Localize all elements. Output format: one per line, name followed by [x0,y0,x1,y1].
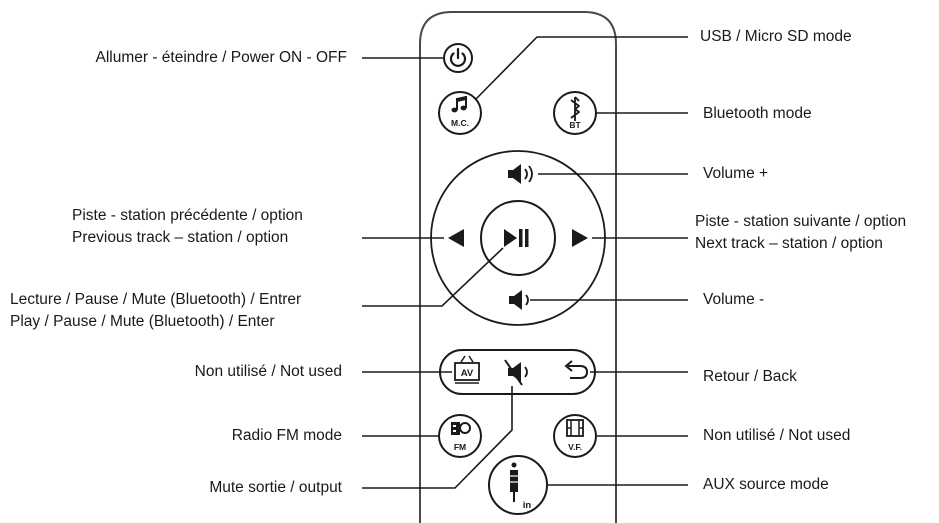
label-previous-en: Previous track – station / option [72,229,289,246]
label-usb: USB / Micro SD mode [700,28,852,45]
label-mute-output: Mute sortie / output [209,479,342,496]
previous-arrow-icon[interactable] [448,229,464,247]
aux-in-button[interactable]: in [488,455,548,515]
volume-up-icon[interactable] [508,164,533,184]
label-volume-up: Volume + [703,165,769,182]
leader-lines [362,36,688,489]
play-pause-button[interactable] [480,200,556,276]
label-bluetooth: Bluetooth mode [703,105,812,122]
next-arrow-icon[interactable] [572,229,588,247]
music-note-icon [451,96,467,113]
fm-label: FM [454,442,466,452]
label-radio-fm: Radio FM mode [231,427,342,444]
mc-label: M.C. [451,118,469,128]
label-play-en: Play / Pause / Mute (Bluetooth) / Enter [10,313,275,330]
play-pause-icon [504,229,517,247]
bt-button[interactable]: BT [553,91,597,135]
leader-usb [475,36,688,100]
volume-down-icon[interactable] [509,290,529,310]
label-volume-down: Volume - [703,291,765,308]
label-next: Piste - station suivante / option Next t… [695,211,906,255]
leader-play [362,247,504,307]
label-aux: AUX source mode [703,476,829,493]
label-next-fr: Piste - station suivante / option [695,213,907,230]
label-previous: Piste - station précédente / option Prev… [72,205,303,249]
bt-label: BT [569,120,581,130]
back-button[interactable] [564,360,589,379]
label-play: Lecture / Pause / Mute (Bluetooth) / Ent… [10,289,301,333]
power-icon [449,52,467,67]
mute-output-button[interactable] [504,359,528,386]
label-power: Allumer - éteindre / Power ON - OFF [95,49,347,66]
av-button[interactable]: AV [454,355,480,384]
leader-mute-output [362,386,513,489]
jack-plug-icon [510,462,518,502]
vf-button[interactable]: V.F. [553,414,597,458]
bluetooth-icon [570,96,580,121]
label-vf-unused: Non utilisé / Not used [703,427,851,444]
back-arrow-icon [568,365,589,379]
label-play-fr: Lecture / Pause / Mute (Bluetooth) / Ent… [10,291,302,308]
power-button[interactable] [443,43,473,73]
label-previous-fr: Piste - station précédente / option [72,207,303,224]
av-label: AV [461,368,474,379]
in-label: in [523,500,532,511]
label-av-unused: Non utilisé / Not used [194,363,342,380]
label-back: Retour / Back [703,368,797,385]
fm-button[interactable]: FM [438,414,482,458]
film-icon [566,419,584,437]
remote-body [419,11,617,523]
radio-icon [451,422,471,435]
vf-label: V.F. [568,442,582,452]
label-next-en: Next track – station / option [695,235,883,252]
mc-button[interactable]: M.C. [438,91,482,135]
